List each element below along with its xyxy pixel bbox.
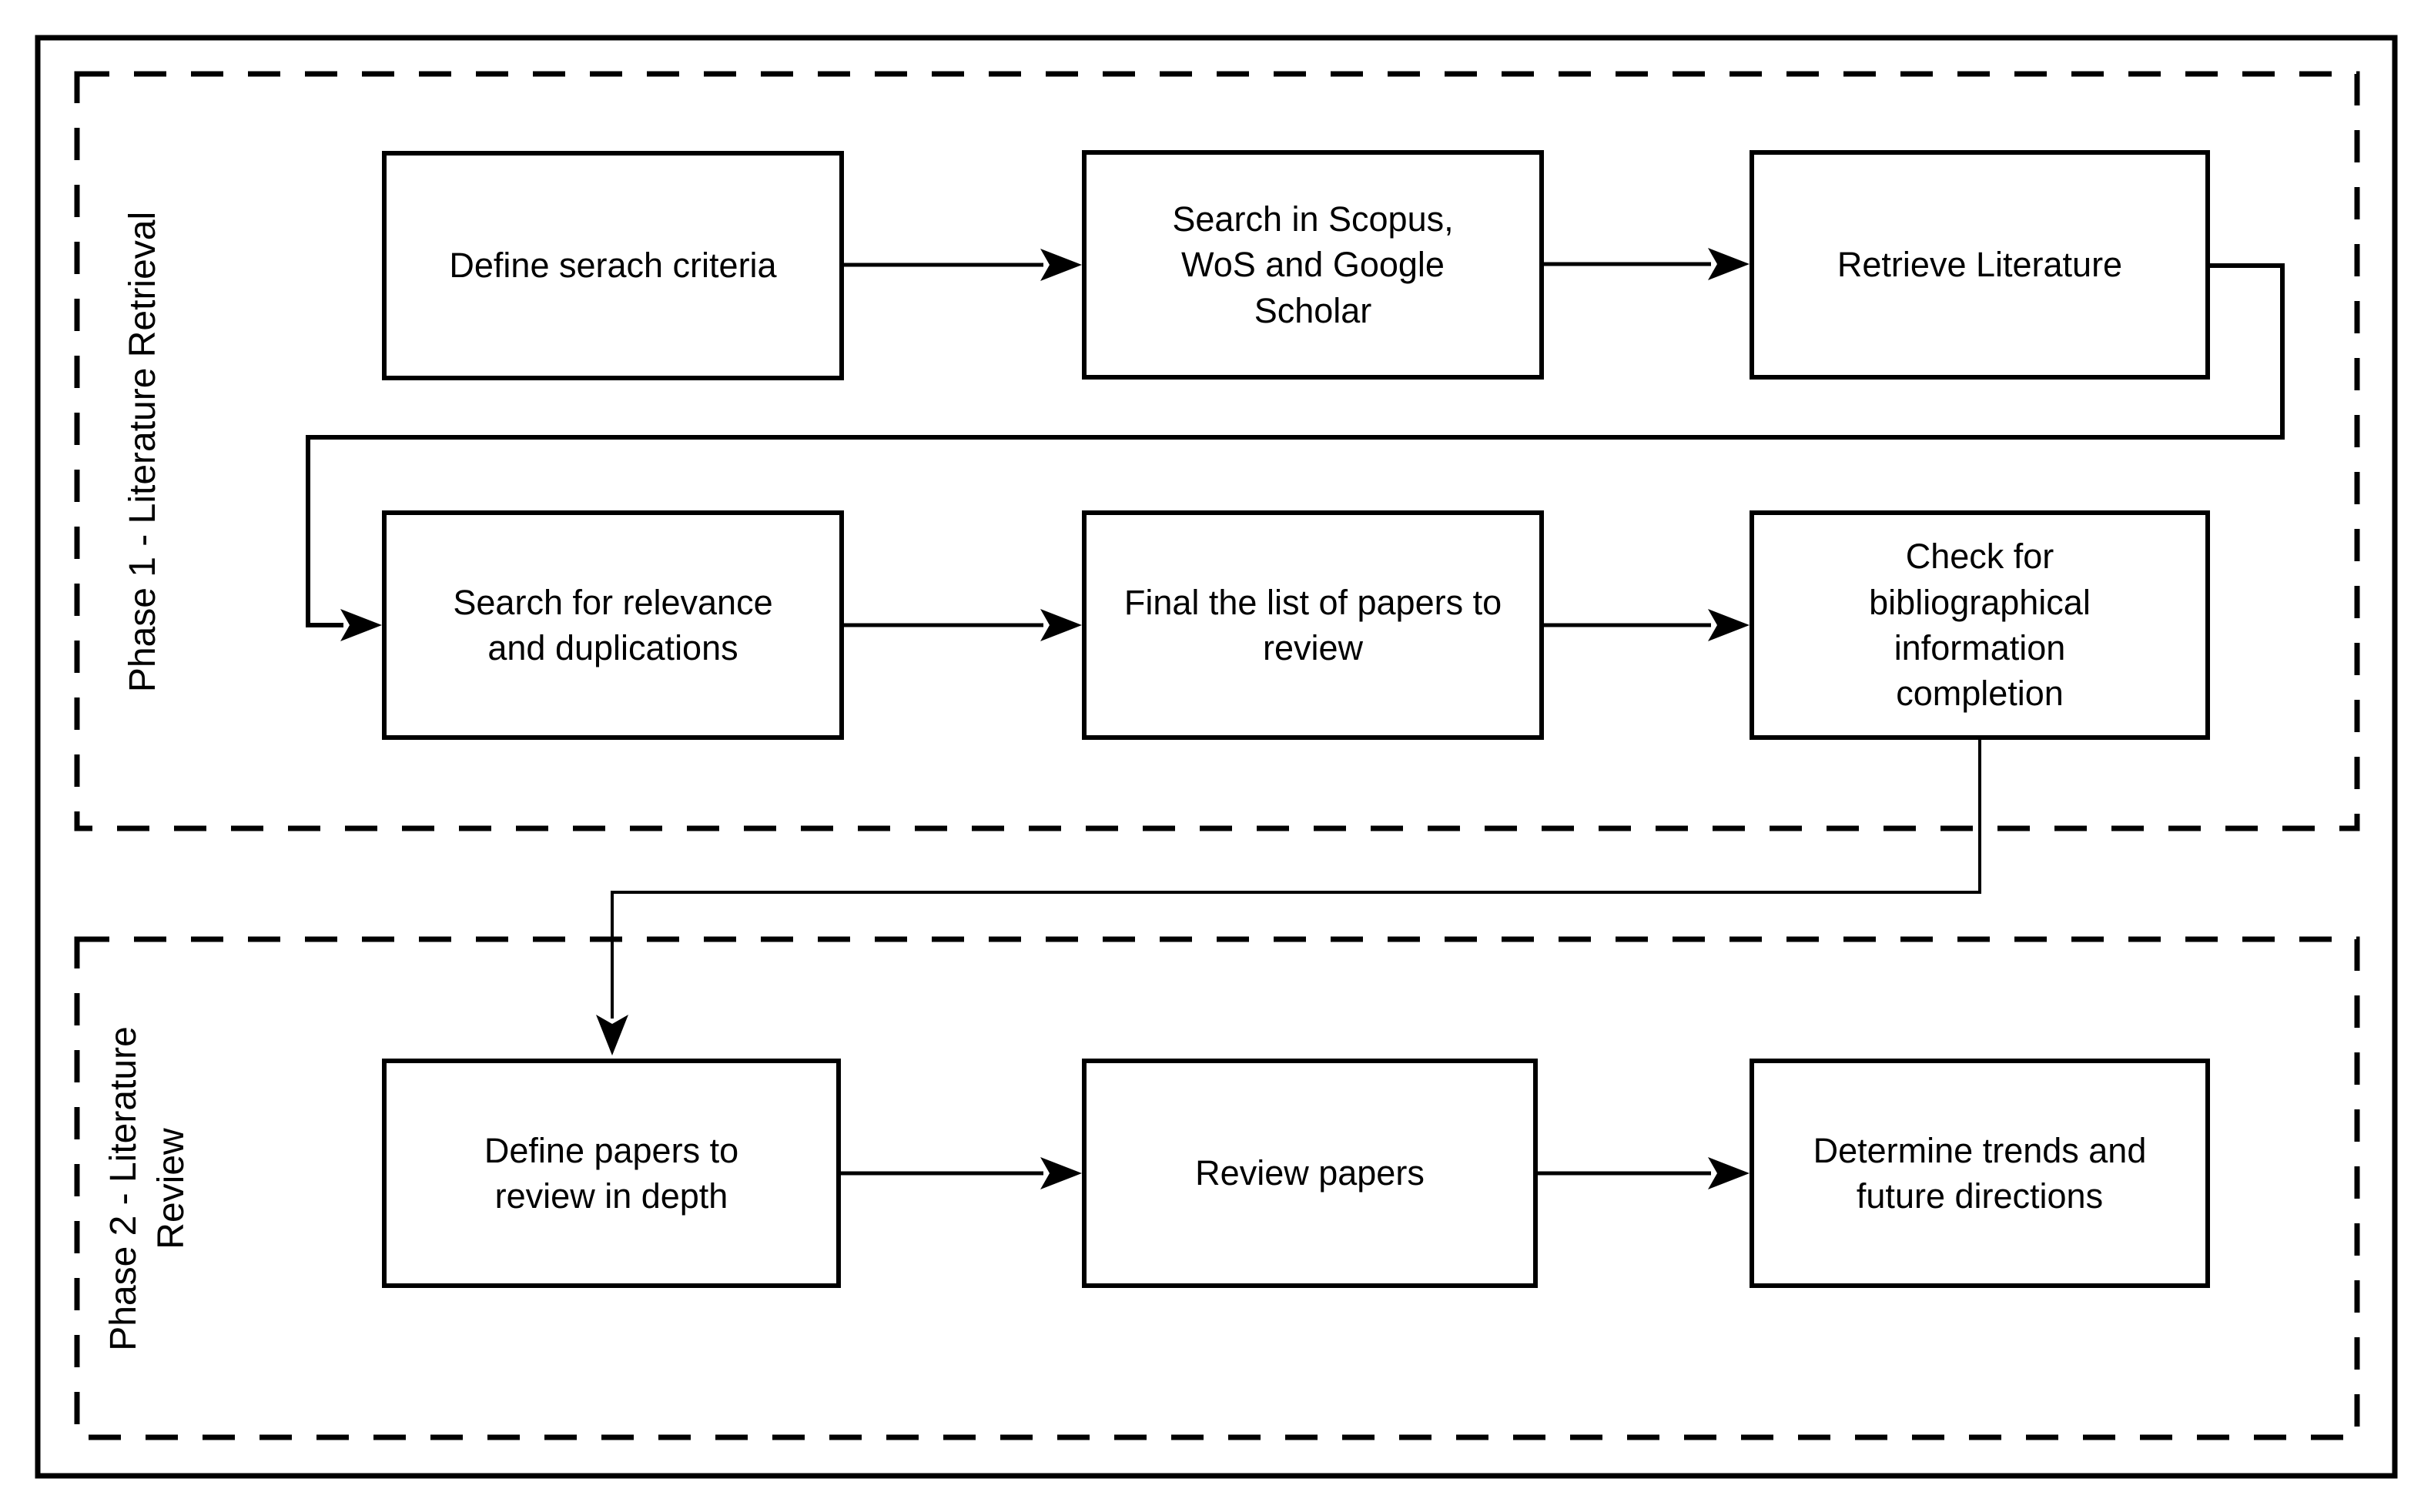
node-check-bibliographical-completion: Check for bibliographical information co… [1750, 510, 2210, 740]
node-label: Retrieve Literature [1837, 245, 2123, 285]
outer-border [35, 35, 2398, 1479]
node-label: Check for bibliographical information co… [1869, 537, 2091, 714]
arrowhead-into-check-bibliographical [1708, 609, 1750, 641]
node-label: Define papers to review in depth [484, 1130, 739, 1216]
node-review-papers: Review papers [1082, 1059, 1538, 1288]
phase-1-label: Phase 1 - Literature Retrieval [122, 211, 163, 693]
node-label: Final the list of papers to review [1123, 582, 1502, 667]
node-label: Review papers [1195, 1153, 1425, 1193]
node-final-list-of-papers: Final the list of papers to review [1082, 510, 1544, 740]
arrowhead-into-review-papers [1040, 1157, 1082, 1189]
node-retrieve-literature: Retrieve Literature [1750, 150, 2210, 380]
node-search-scopus-wos-gscholar: Search in Scopus, WoS and Google Scholar [1082, 150, 1544, 380]
node-search-relevance-duplications: Search for relevance and duplications [382, 510, 844, 740]
node-label: Search in Scopus, WoS and Google Scholar [1172, 199, 1454, 330]
node-label: Search for relevance and duplications [453, 582, 773, 667]
edge-retrieve-to-relevance [306, 263, 2285, 627]
arrowhead-into-define-papers [596, 1015, 628, 1055]
node-define-papers-in-depth: Define papers to review in depth [382, 1059, 841, 1288]
node-define-search-criteria: Define serach criteria [382, 151, 844, 380]
arrowhead-into-determine-trends [1708, 1157, 1750, 1189]
edge-check-bibliographical-to-define-papers [611, 740, 1981, 1019]
node-label: Determine trends and future directions [1813, 1130, 2147, 1216]
arrowhead-into-final-list [1040, 609, 1082, 641]
arrowhead-into-search-databases [1040, 249, 1082, 281]
phase-2-dashed-border [74, 936, 2360, 1440]
arrowhead-into-search-relevance [340, 609, 382, 641]
phase-2-label: Phase 2 - Literature Review [103, 1026, 192, 1351]
node-label: Define serach criteria [449, 246, 777, 286]
node-determine-trends: Determine trends and future directions [1750, 1059, 2210, 1288]
arrowhead-into-retrieve-literature [1708, 248, 1750, 280]
phase-1-dashed-border [74, 71, 2360, 831]
